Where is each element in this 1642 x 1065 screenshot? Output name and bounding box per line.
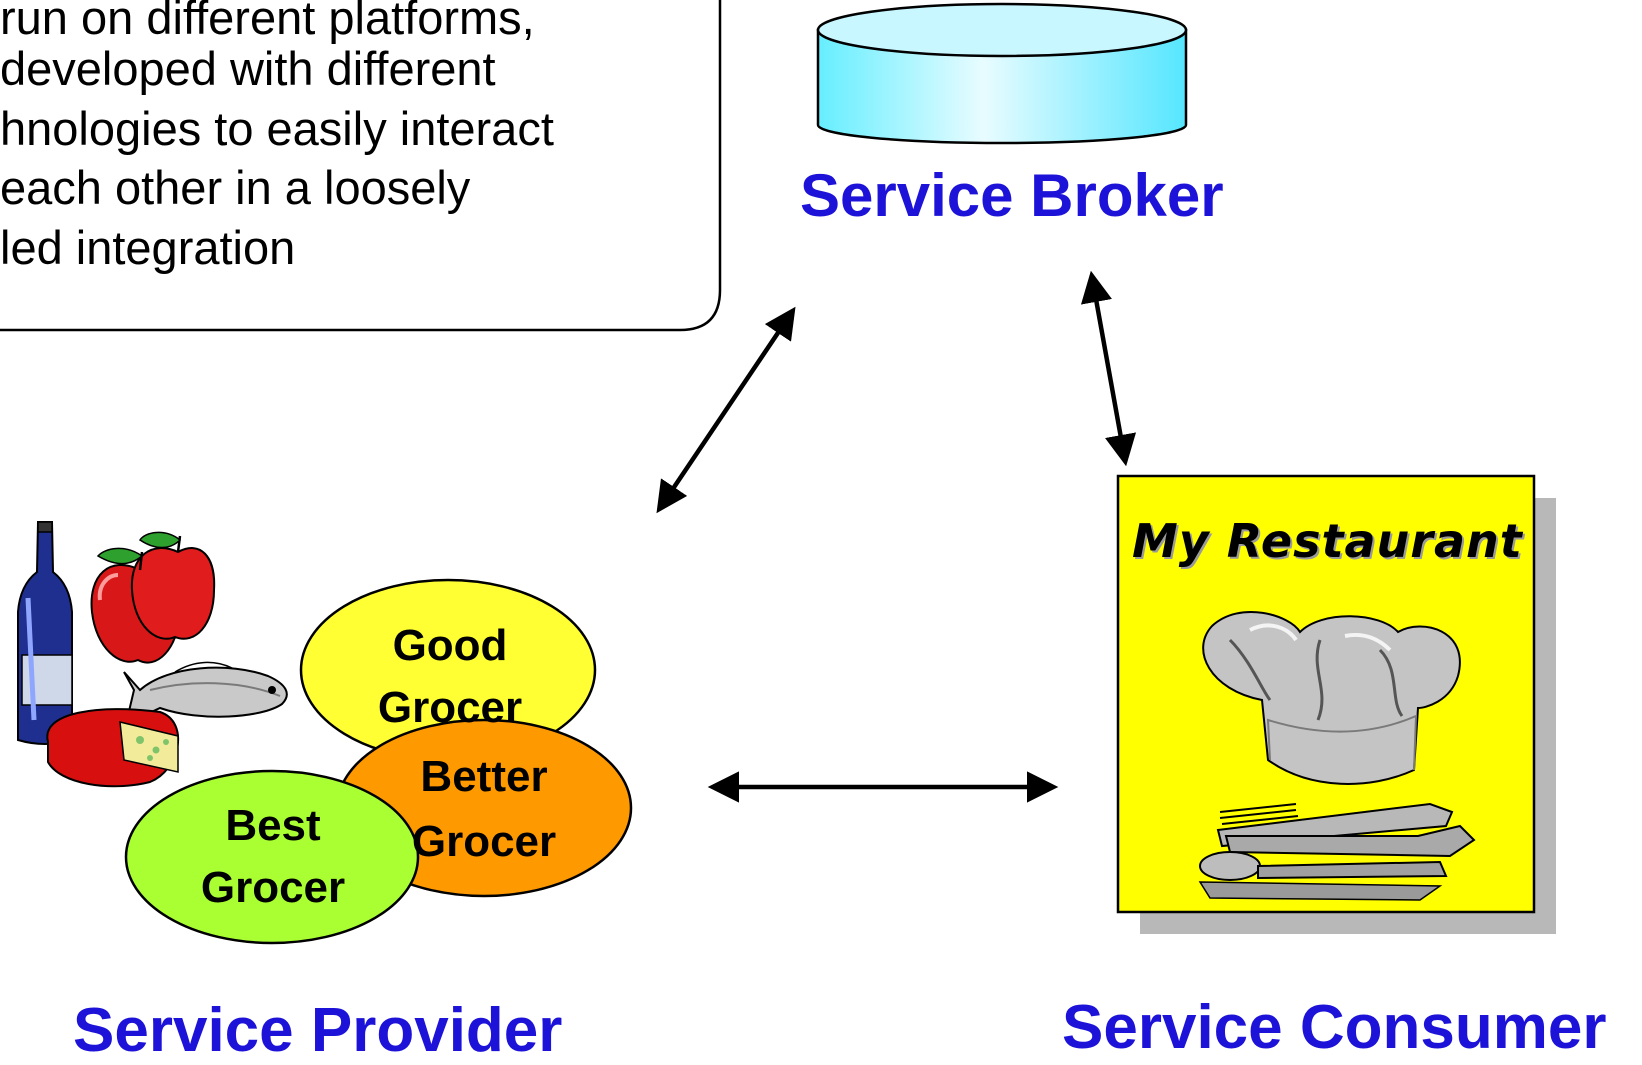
service-consumer-label: Service Consumer xyxy=(1062,993,1607,1062)
service-provider-label: Service Provider xyxy=(73,996,563,1065)
groceries-icon xyxy=(17,521,288,788)
database-cylinder-icon xyxy=(816,2,1188,145)
better-grocer-label-line-1: Better xyxy=(420,752,548,801)
restaurant-title: My Restaurant xyxy=(1132,514,1523,568)
callout-line-5: led integration xyxy=(0,221,296,274)
best-grocer-label-line-2: Grocer xyxy=(200,863,346,912)
callout-line-2: developed with different xyxy=(0,42,496,95)
arrow-broker-consumer xyxy=(1080,270,1137,467)
callout-line-1: run on different platforms, xyxy=(0,0,535,44)
better-grocer-label-line-2: Grocer xyxy=(411,817,557,866)
service-broker-label: Service Broker xyxy=(800,162,1224,229)
cutlery-icon xyxy=(1198,802,1476,901)
callout-line-4: each other in a loosely xyxy=(0,161,471,214)
best-grocer-ellipse xyxy=(124,769,420,945)
good-grocer-label-line-2: Grocer xyxy=(377,683,523,732)
chef-hat-icon xyxy=(1202,611,1461,785)
callout-line-3: hnologies to easily interact xyxy=(0,102,554,155)
best-grocer-label-line-1: Best xyxy=(225,801,321,850)
good-grocer-label-line-1: Good xyxy=(392,621,508,670)
arrow-provider-broker xyxy=(656,306,796,514)
